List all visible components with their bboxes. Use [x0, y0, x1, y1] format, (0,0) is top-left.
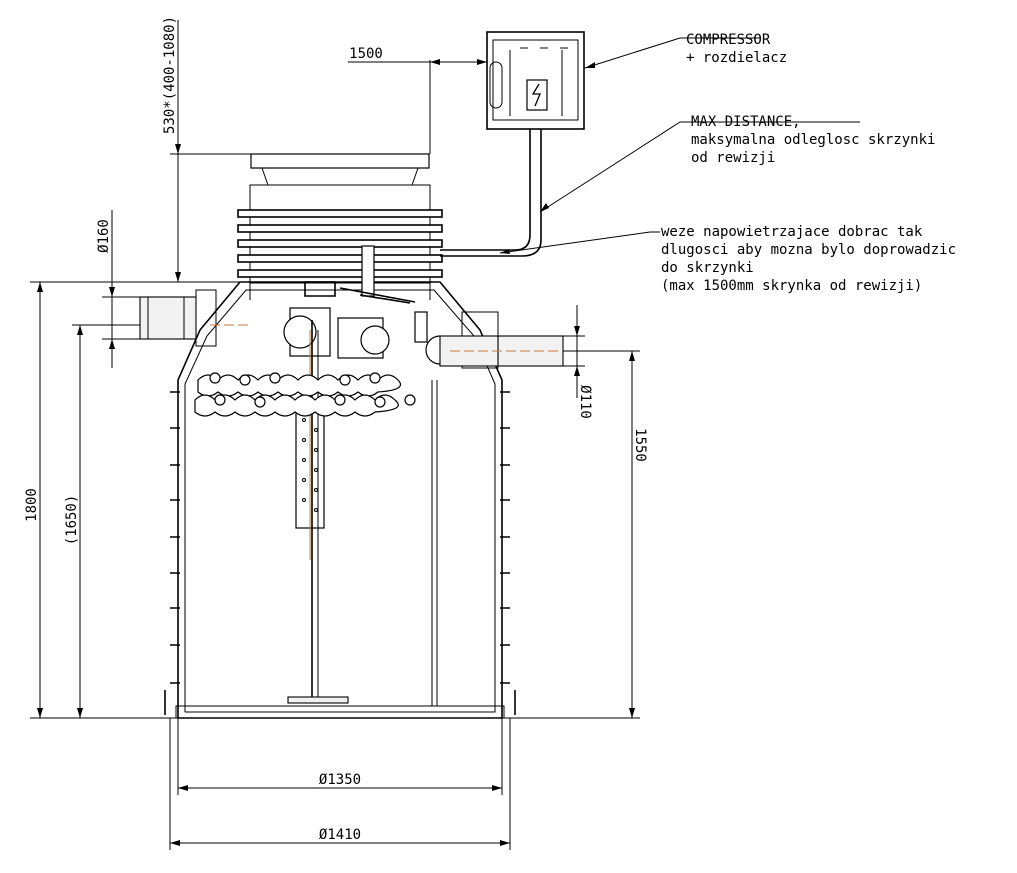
bio-media	[194, 372, 416, 417]
leader-lines	[499, 37, 860, 254]
note-hoses-line1: weze napowietrzajace dobrac tak	[661, 224, 923, 240]
outlet-pipe	[425, 311, 564, 369]
inlet-pipe	[139, 289, 252, 347]
dim-d1350: Ø1350	[319, 772, 361, 788]
note-max-distance-line3: od rewizji	[691, 150, 775, 166]
dim-d110: Ø110	[577, 385, 593, 419]
right-ribs	[500, 391, 510, 684]
note-max-distance-line1: MAX DISTANCE,	[691, 114, 801, 130]
dim-530: 530*(400-1080)	[162, 16, 178, 134]
note-hoses-line3: do skrzynki	[661, 260, 754, 276]
note-hoses-line4: (max 1500mm skrynka od rewizji)	[661, 278, 922, 294]
note-max-distance: MAX DISTANCE, maksymalna odleglosc skrzy…	[691, 114, 935, 166]
dim-1550: 1550	[632, 428, 648, 462]
internal-equipment	[194, 245, 428, 704]
left-ribs	[170, 391, 180, 684]
dim-1650: (1650)	[64, 495, 80, 546]
note-hoses: weze napowietrzajace dobrac tak dlugosci…	[661, 224, 956, 294]
note-compressor-line2: + rozdielacz	[686, 50, 787, 66]
compressor-box	[486, 31, 585, 130]
dim-d160: Ø160	[96, 219, 112, 253]
dim-d1410: Ø1410	[319, 827, 361, 843]
note-max-distance-line2: maksymalna odleglosc skrzynki	[691, 132, 935, 148]
note-compressor: COMPRESSOR + rozdielacz	[686, 32, 787, 66]
tank-body	[164, 281, 516, 719]
dim-1800: 1800	[24, 488, 40, 522]
air-hose	[440, 129, 542, 257]
dimension-lines	[30, 20, 640, 850]
note-hoses-line2: dlugosci aby mozna bylo doprowadzic	[661, 242, 956, 258]
note-compressor-line1: COMPRESSOR	[686, 32, 771, 48]
dim-1500: 1500	[349, 46, 383, 62]
riser	[237, 153, 443, 300]
